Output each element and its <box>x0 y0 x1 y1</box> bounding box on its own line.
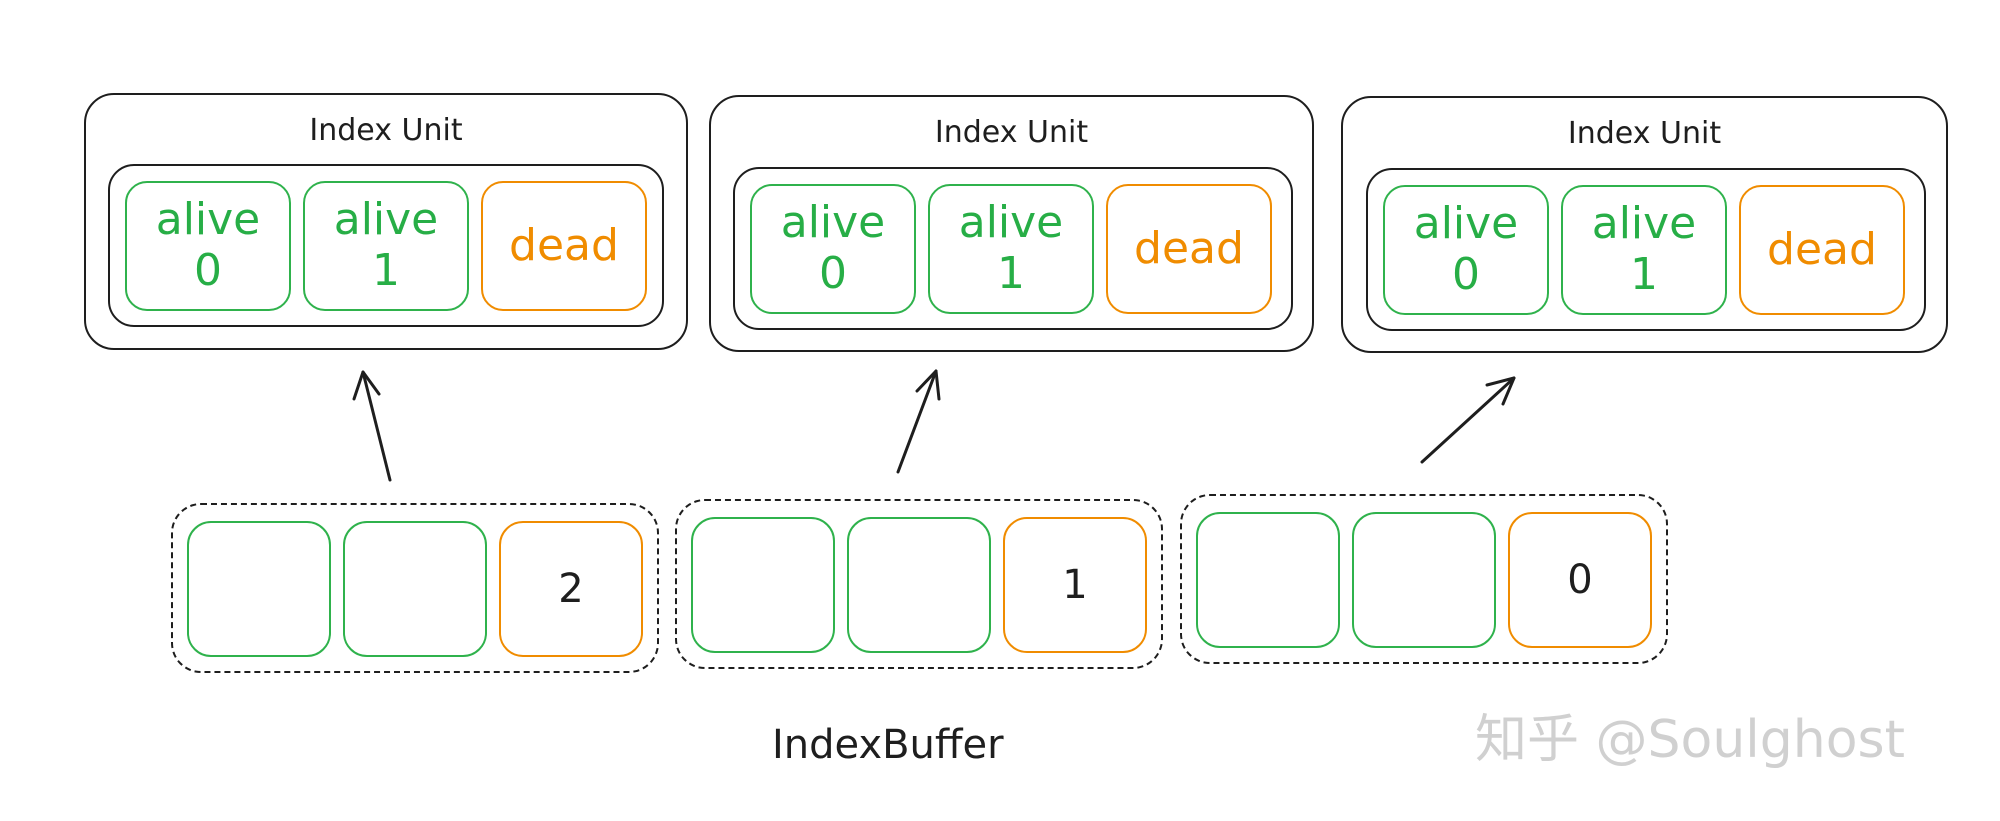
index-unit-2: Index Unit alive 0 alive 1 dead <box>709 95 1314 352</box>
arrow-3 <box>1420 376 1516 464</box>
index-unit-title: Index Unit <box>309 113 463 148</box>
cell-value: 0 <box>819 248 847 299</box>
index-unit-inner: alive 0 alive 1 dead <box>733 167 1293 330</box>
buffer-group-3: 0 <box>1180 494 1668 664</box>
cell-value: 1 <box>372 245 400 296</box>
alive-cell: alive 1 <box>928 184 1094 314</box>
cell-label: alive <box>333 194 439 246</box>
cell-label: alive <box>155 194 261 246</box>
index-buffer-caption: IndexBuffer <box>772 722 1004 768</box>
arrow-1 <box>352 370 392 482</box>
buffer-slot <box>1352 512 1496 648</box>
alive-cell: alive 1 <box>303 181 469 311</box>
buffer-slot-dead: 1 <box>1003 517 1147 653</box>
buffer-slot-dead: 2 <box>499 521 643 657</box>
index-unit-title: Index Unit <box>934 115 1089 150</box>
cell-label: alive <box>780 197 886 249</box>
cell-value: 1 <box>1630 249 1658 300</box>
buffer-group-2: 1 <box>675 499 1163 669</box>
cell-label: dead <box>509 219 619 271</box>
watermark: 知乎 @Soulghost <box>1475 710 1906 770</box>
alive-cell: alive 0 <box>125 181 291 311</box>
index-unit-1: Index Unit alive 0 alive 1 dead <box>84 93 688 350</box>
cell-label: alive <box>1591 198 1697 250</box>
arrow-2 <box>896 369 941 474</box>
alive-cell: alive 0 <box>750 184 916 314</box>
cell-value: 0 <box>1452 249 1480 300</box>
cell-value: 1 <box>997 248 1025 299</box>
cell-label: dead <box>1767 223 1877 275</box>
alive-cell: alive 1 <box>1561 185 1727 315</box>
dead-cell: dead <box>1106 184 1272 314</box>
cell-label: alive <box>1413 198 1519 250</box>
cell-label: dead <box>1134 222 1244 274</box>
buffer-slot <box>1196 512 1340 648</box>
buffer-slot <box>847 517 991 653</box>
dead-cell: dead <box>481 181 647 311</box>
cell-label: alive <box>958 197 1064 249</box>
index-unit-3: Index Unit alive 0 alive 1 dead <box>1341 96 1948 353</box>
alive-cell: alive 0 <box>1383 185 1549 315</box>
index-unit-inner: alive 0 alive 1 dead <box>1366 168 1926 331</box>
buffer-slot <box>187 521 331 657</box>
buffer-slot-dead: 0 <box>1508 512 1652 648</box>
cell-value: 0 <box>194 245 222 296</box>
buffer-group-1: 2 <box>171 503 659 673</box>
buffer-slot <box>691 517 835 653</box>
buffer-slot <box>343 521 487 657</box>
index-unit-title: Index Unit <box>1567 116 1722 151</box>
dead-cell: dead <box>1739 185 1905 315</box>
index-unit-inner: alive 0 alive 1 dead <box>108 164 664 327</box>
